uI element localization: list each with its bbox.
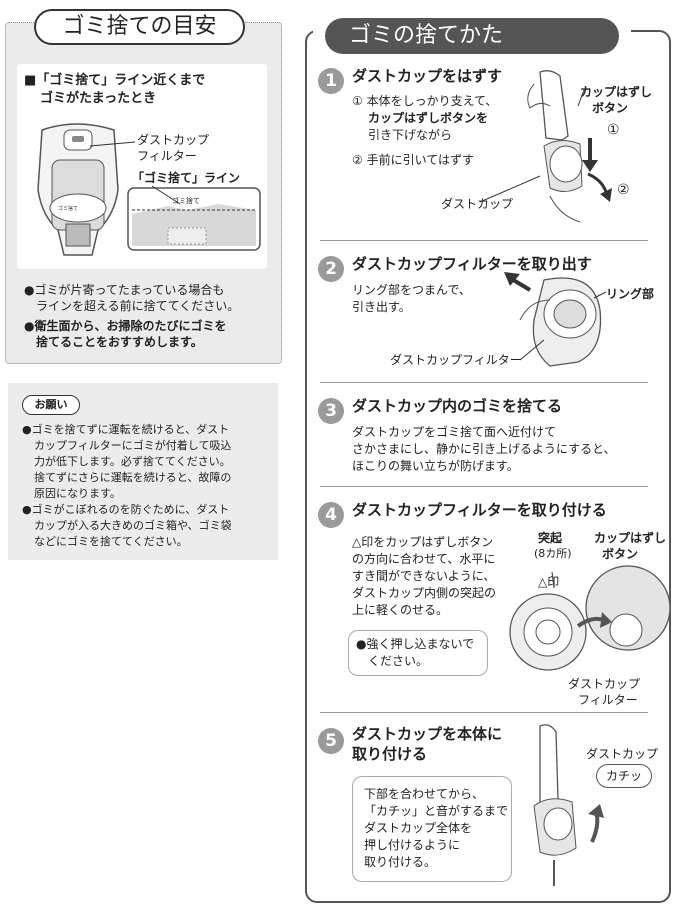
- step-4-label-button-2: ボタン: [602, 547, 639, 561]
- step-5-title-line2: 取り付ける: [352, 745, 428, 763]
- request-b1-l2: カップフィルターにゴミが付着して吸込: [34, 439, 232, 452]
- step-divider: [320, 382, 648, 383]
- procedure-title: ゴミの捨てかた: [325, 18, 619, 54]
- step-2-label-filter: ダストカップフィルター: [390, 353, 522, 367]
- dust-line-mark: ゴミ捨て: [172, 197, 200, 205]
- vacuum-front-illustration: [37, 123, 119, 256]
- step-4-line3: すき間ができないように、: [352, 569, 496, 583]
- step-4-label-button-1: カップはずし: [594, 531, 667, 545]
- request-b1-l1: ●ゴミを捨てずに運転を続けると、ダスト: [22, 423, 230, 436]
- step-1-line1: ① 本体をしっかり支えて、: [352, 94, 498, 108]
- step-2-title: ダストカップフィルターを取り出す: [352, 255, 592, 273]
- request-b2-l1: ●ゴミがこぼれるのを防ぐために、ダスト: [22, 503, 230, 516]
- procedure-panel: [305, 30, 671, 903]
- step-2-number: 2: [318, 256, 344, 282]
- step-5-label-cup: ダストカップ: [586, 747, 659, 761]
- request-b1-l5: 原因になります。: [34, 487, 121, 500]
- guide-bullet2-line2: 捨てることをおすすめします。: [36, 335, 203, 349]
- step-divider: [320, 240, 648, 241]
- request-b2-l3: などにゴミを捨ててください。: [34, 535, 188, 548]
- step-4-label-tokki-1: 突起: [538, 531, 563, 545]
- request-b1-l4: 捨てずにさらに運転を続けると、故障の: [34, 471, 232, 484]
- step-5-note-line5: 取り付ける。: [364, 855, 437, 869]
- step-4-line2: の方向に合わせて、水平に: [352, 552, 496, 566]
- step-5-note-box: [352, 776, 512, 882]
- step-2-line1: リング部をつまんで、: [352, 283, 471, 297]
- label-dust-cup-filter-1: ダストカップ: [137, 133, 210, 147]
- step-3-number: 3: [318, 398, 344, 424]
- step-1-mark-1: ①: [607, 122, 620, 138]
- step-1-label-cup: ダストカップ: [441, 197, 514, 211]
- step-1-line3: 引き下げながら: [368, 128, 453, 142]
- step-divider: [320, 486, 648, 487]
- dust-cup-zoom-illustration: [127, 187, 261, 251]
- request-badge: お願い: [22, 395, 80, 415]
- step-4-illustration: [509, 565, 671, 671]
- request-b2-l2: カップが入る大きめのゴミ箱や、ゴミ袋: [34, 519, 232, 532]
- step-4-note-line1: ●強く押し込まないで: [356, 637, 475, 651]
- dust-line-leader: [151, 185, 181, 205]
- guide-bullet1-line2: ラインを超える前に捨ててください。: [36, 299, 240, 313]
- step-5-illustration: [533, 724, 604, 886]
- guide-bullet1-line1: ●ゴミが片寄ってたまっている場合も: [24, 283, 225, 297]
- step-3-line3: ほこりの舞い立ちが防げます。: [352, 459, 519, 473]
- leader-lines-guide: [89, 141, 136, 147]
- step-4-note-box: [348, 630, 488, 676]
- step-2-label-ring: リング部: [606, 287, 655, 301]
- step-1-line4: ② 手前に引いてはずす: [352, 153, 474, 167]
- step-1-number: 1: [318, 68, 344, 94]
- step-4-line1: △印をカップはずしボタン: [352, 535, 494, 549]
- step-2-line2: 引き出す。: [352, 300, 411, 314]
- step-4-label-filter-2: フィルター: [578, 693, 638, 707]
- step-1-line2: カップはずしボタンを: [368, 111, 489, 125]
- guide-heading-line1: ■「ゴミ捨て」ライン近くまで: [24, 73, 206, 88]
- step-3-line1: ダストカップをゴミ捨て面へ近付けて: [352, 425, 557, 439]
- step-5-title-line1: ダストカップを本体に: [352, 725, 503, 743]
- step-5-note-line2: 「カチッ」と音がするまで: [364, 804, 509, 818]
- label-dust-line: 「ゴミ捨て」ライン: [132, 171, 241, 185]
- step-5-note-line3: ダストカップ全体を: [364, 821, 473, 835]
- step-4-label-filter-1: ダストカップ: [568, 677, 641, 691]
- step-3-line2: さかさまにし、静かに引き上げるようにすると、: [352, 442, 616, 456]
- step-1-label-button-2: ボタン: [592, 101, 629, 115]
- step-divider: [320, 712, 648, 713]
- step-1-illustration: [479, 70, 612, 223]
- step-4-number: 4: [318, 502, 344, 528]
- step-5-note-line4: 押し付けるように: [364, 838, 461, 852]
- step-2-illustration: [504, 272, 607, 367]
- step-1-title: ダストカップをはずす: [352, 67, 503, 85]
- guide-line-mark-small: ゴミ捨て: [58, 206, 79, 212]
- guide-bullet2-line1: ●衛生面から、お掃除のたびにゴミを: [24, 319, 227, 333]
- request-b1-l3: 力が低下します。必ず捨ててください。: [34, 455, 231, 468]
- step-5-note-line1: 下部を合わせてから、: [364, 787, 485, 801]
- step-1-mark-2: ②: [617, 182, 630, 198]
- step-4-note-line2: ください。: [368, 654, 429, 668]
- step-4-line4: ダストカップ内側の突起の: [352, 586, 497, 600]
- step-5-sound-bubble: カチッ: [596, 764, 652, 788]
- step-4-line5: 上に軽くのせる。: [352, 603, 449, 617]
- step-4-label-tokki-2: (8カ所): [534, 547, 572, 560]
- guide-heading-line2: ゴミがたまったとき: [40, 91, 157, 106]
- label-dust-cup-filter-2: フィルター: [137, 149, 197, 163]
- step-1-label-button-1: カップはずし: [580, 85, 653, 99]
- step-3-title: ダストカップ内のゴミを捨てる: [352, 397, 563, 415]
- step-4-title: ダストカップフィルターを取り付ける: [352, 501, 607, 519]
- guide-title: ゴミ捨ての目安: [34, 9, 245, 45]
- step-5-number: 5: [318, 728, 344, 754]
